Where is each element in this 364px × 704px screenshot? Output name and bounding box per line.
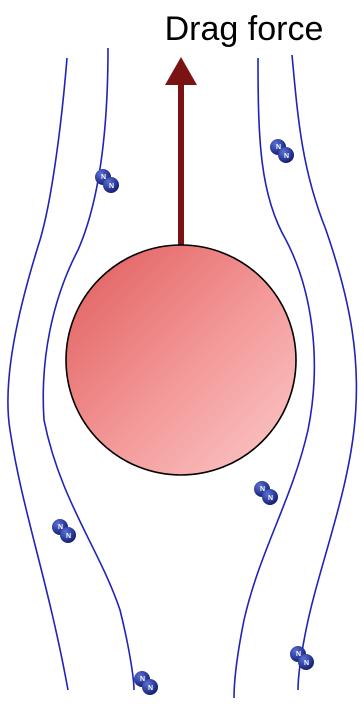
svg-text:N: N [276,144,281,151]
streamlines [7,47,358,699]
nitrogen-molecule: N N [270,139,294,163]
drag-force-arrow [165,57,197,262]
nitrogen-molecule: N N [290,646,314,670]
svg-text:N: N [140,676,145,683]
sphere [65,244,297,476]
svg-text:N: N [148,685,153,692]
svg-text:N: N [284,153,289,160]
streamline-right-inner [233,57,316,699]
svg-text:N: N [268,495,273,502]
streamline-left-outer [7,57,69,691]
svg-text:N: N [260,486,265,493]
nitrogen-molecule: N N [254,481,278,505]
svg-text:N: N [109,183,114,190]
streamline-right-outer [291,54,358,691]
svg-text:N: N [66,533,71,540]
nitrogen-molecule: N N [95,169,119,193]
arrow-head [165,57,197,85]
nitrogen-molecule: N N [134,671,158,695]
svg-text:N: N [304,660,309,667]
streamline-left-inner [42,47,135,691]
svg-text:N: N [58,524,63,531]
drag-force-label: Drag force [165,10,324,48]
svg-text:N: N [101,174,106,181]
svg-text:N: N [296,651,301,658]
nitrogen-molecule: N N [52,519,76,543]
